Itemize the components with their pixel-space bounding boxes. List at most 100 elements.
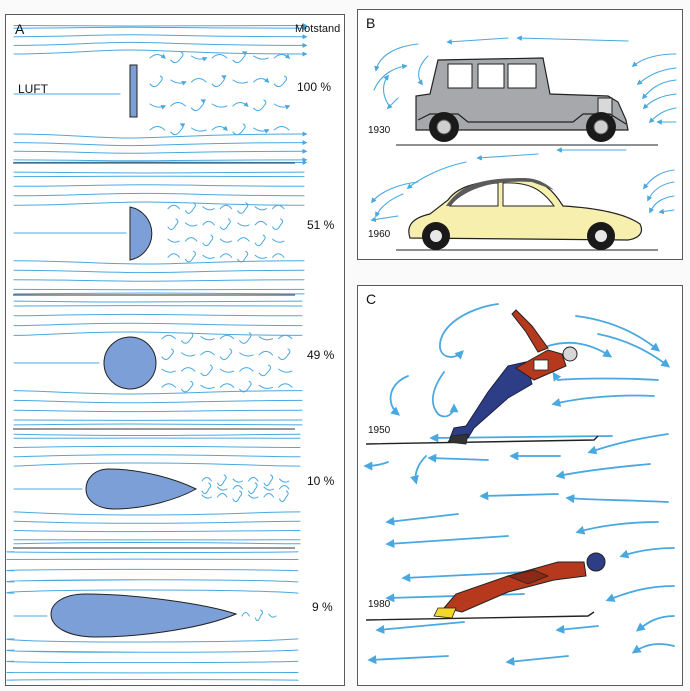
- airflow-arrow: [479, 491, 559, 501]
- wake-eddy: [184, 237, 198, 242]
- panel-b-car-diagram: [370, 35, 677, 251]
- wake-eddy: [190, 55, 208, 62]
- wake-eddy: [202, 206, 215, 211]
- streamline: [13, 192, 305, 197]
- wake-eddy: [237, 237, 250, 242]
- wake-eddy: [170, 51, 184, 64]
- jumper-1950-bib: [533, 359, 549, 371]
- drag-value-row-3: 49 %: [307, 348, 335, 362]
- panel-c-label: C: [366, 291, 377, 307]
- airflow-arrow: [647, 181, 675, 202]
- wake-eddy: [241, 612, 250, 617]
- wake-eddy: [254, 234, 266, 247]
- streamline: [13, 25, 308, 31]
- streamline: [6, 660, 299, 664]
- wake-eddy: [263, 493, 274, 498]
- wake-eddy: [279, 485, 290, 490]
- wake-eddy: [149, 53, 166, 60]
- jumper-year-1980: 1980: [368, 599, 391, 610]
- air-label: LUFT: [18, 82, 48, 96]
- panel-a-label: A: [15, 21, 25, 37]
- wake-eddy: [180, 332, 194, 344]
- wake-eddy: [202, 234, 214, 247]
- streamline: [13, 300, 303, 303]
- panel-a-flow-diagram: [6, 23, 308, 681]
- airflow-arrow: [658, 208, 675, 215]
- wake-eddy: [253, 127, 270, 134]
- wake-eddy: [219, 383, 235, 388]
- streamline: [13, 159, 308, 165]
- teardrop-shape: [85, 468, 198, 510]
- streamline: [13, 279, 305, 282]
- streamline: [13, 399, 303, 404]
- wake-eddy: [258, 364, 272, 377]
- wake-eddy: [219, 334, 235, 340]
- wake-eddy: [232, 490, 243, 503]
- flat-plate-shape: [129, 64, 138, 118]
- airflow-arrow: [575, 315, 661, 352]
- airflow-arrow: [385, 513, 459, 526]
- wake-eddy: [239, 352, 254, 357]
- streamline: [13, 269, 305, 274]
- wake-eddy: [202, 220, 215, 226]
- car-1930-window: [447, 63, 473, 89]
- wake-eddy: [272, 218, 284, 230]
- airflow-arrow: [370, 181, 419, 204]
- airflow-arrow: [431, 371, 459, 418]
- airflow-arrow: [649, 195, 675, 214]
- streamline: [13, 148, 308, 154]
- wake-eddy: [200, 350, 215, 356]
- airflow-arrow: [648, 107, 677, 124]
- streamline: [13, 157, 308, 163]
- wake-eddy: [272, 204, 285, 210]
- wake-eddy: [253, 99, 267, 112]
- wake-eddy: [273, 126, 290, 131]
- streamline: [13, 292, 305, 295]
- airflow-arrow: [555, 624, 599, 634]
- wake-eddy: [167, 253, 180, 258]
- wake-eddy: [219, 204, 233, 210]
- wake-eddy: [211, 103, 228, 108]
- wake-eddy: [190, 127, 207, 132]
- wake-eddy: [254, 220, 268, 226]
- airfoil-shape: [50, 593, 238, 638]
- car-year-1930: 1930: [368, 125, 391, 136]
- wake-eddy: [232, 123, 246, 136]
- wake-eddy: [278, 368, 293, 373]
- wake-eddy: [258, 350, 274, 356]
- flow-row-3: [13, 300, 303, 426]
- streamline: [13, 530, 301, 533]
- wake-eddy: [167, 238, 180, 243]
- car-1930-hubcap: [436, 119, 452, 135]
- panel-c: C 1950 1980: [357, 285, 683, 686]
- airflow-arrow: [641, 79, 677, 100]
- streamline: [6, 568, 299, 572]
- streamline: [13, 140, 308, 147]
- wake-eddy: [149, 103, 167, 110]
- wake-eddy: [272, 253, 285, 258]
- airflow-arrow: [551, 394, 655, 407]
- drag-value-row-5: 9 %: [312, 600, 333, 614]
- streamline: [13, 423, 303, 426]
- vintage-car-icon: [415, 57, 629, 142]
- streamline: [6, 678, 299, 681]
- airflow-arrow: [552, 371, 659, 382]
- wake-eddy: [219, 238, 233, 243]
- flow-row-2: [13, 171, 305, 295]
- wake-eddy: [161, 334, 176, 340]
- jumper-1950-legs: [449, 361, 533, 439]
- streamline: [13, 462, 301, 467]
- airflow-arrow: [446, 37, 509, 45]
- airflow-arrow: [417, 55, 429, 86]
- airflow-arrow: [382, 74, 389, 105]
- drag-value-row-4: 10 %: [307, 474, 335, 488]
- wake-eddy: [232, 79, 249, 84]
- airflow-arrow: [386, 97, 399, 110]
- wake-eddy: [167, 218, 179, 230]
- airflow-arrow: [375, 621, 465, 634]
- car-1960-hubcap: [595, 230, 607, 242]
- wake-eddy: [253, 55, 269, 60]
- flow-row-1: [13, 23, 308, 165]
- streamline: [13, 511, 301, 516]
- streamline: [6, 638, 299, 643]
